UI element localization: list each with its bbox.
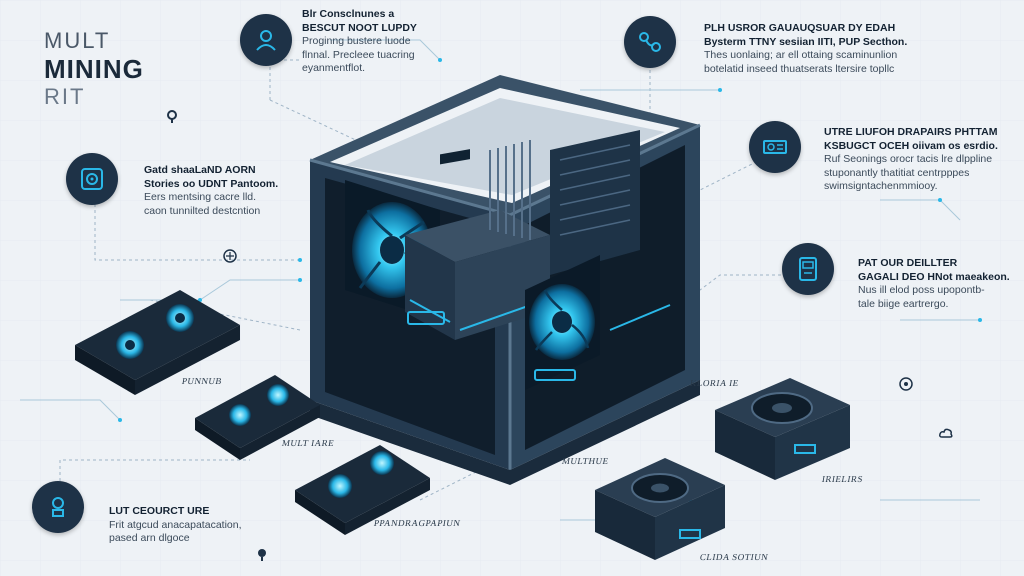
callout-body: tale biige eartrergo. (858, 297, 949, 310)
callout-heading: Stories oo UDNT Pantoom. (144, 177, 279, 190)
chip-icon-circle (32, 481, 84, 533)
fan-icon-circle (66, 153, 118, 205)
callout-body: stuponantly thatitiat centrpppes (824, 166, 970, 179)
callout-body: Thes uonlaing; ar ell ottaing scaminunli… (704, 49, 898, 61)
gpu-board-3 (295, 445, 430, 535)
target-icon (223, 249, 237, 263)
callout-heading: Gatd shaaLaND AORN (144, 164, 256, 176)
callout-bottom-left: LUT CEOURCT URE Frit atgcud anacapatacat… (109, 505, 242, 546)
callout-heading: Blr Consclnunes a (302, 8, 395, 20)
callout-right-mid: UTRE LIUFOH DRAPAIRS PHTTAM KSBUGCT OCEH… (824, 126, 998, 194)
psu-block-2 (595, 458, 725, 560)
gpu-card-icon-circle (749, 121, 801, 173)
internal-gpu-stack (405, 130, 640, 340)
callout-heading: UTRE LIUFOH DRAPAIRS PHTTAM (824, 126, 998, 138)
gpu-card-icon (763, 140, 787, 154)
location-icon (258, 549, 266, 561)
title-line-1: MULT (44, 28, 111, 53)
callout-top-center: Blr Consclnunes a BESCUT NOOT LUPDY Prog… (302, 8, 417, 76)
title-line-2: MINING (44, 54, 144, 84)
callout-left-mid: Gatd shaaLaND AORN Stories oo UDNT Panto… (144, 164, 278, 218)
part-label: IRIELIRS (821, 474, 864, 484)
callout-body: Nus ill elod poss upopontb- (858, 284, 985, 296)
diagram-title: MULT MINING RIT (44, 30, 144, 108)
callout-heading: KSBUGCT OCEH oiivam os esrdio. (824, 139, 998, 152)
callout-heading: LUT CEOURCT URE (109, 505, 210, 517)
power-supply-icon (799, 257, 817, 281)
cloud-icon (939, 428, 953, 438)
right-fan (525, 255, 671, 390)
part-label: PUNNUB (181, 376, 223, 386)
callout-body: Eers mentsing cacre lld. (144, 191, 257, 203)
callout-body: eyanmentflot. (302, 62, 366, 74)
gpu-board-1 (75, 290, 240, 395)
callout-body: Proginng bustere luode (302, 35, 411, 47)
part-label: PPANDRAGPAPIUN (373, 518, 462, 528)
part-label: KLORIA IE (689, 378, 740, 388)
title-line-3: RIT (44, 84, 86, 109)
gpu-board-2 (195, 375, 320, 460)
callout-body: Frit atgcud anacapatacation, (109, 518, 242, 531)
callout-body: botelatid inseed thuatserats ltersire to… (704, 62, 895, 75)
callout-body: swimsigntachenmmiooy. (824, 180, 938, 192)
callout-right-low: PAT OUR DEILLTER GAGALI DEO HNot maeakeo… (858, 257, 1010, 311)
power-supply-icon-circle (782, 243, 834, 295)
part-label: MULTHUE (561, 456, 610, 466)
callout-body: Ruf Seonings orocr tacis lre dlppline (824, 153, 993, 165)
callout-top-right: PLH USROR GAUAUQSUAR DY EDAH Bysterm TTN… (704, 22, 907, 76)
fan-icon (81, 168, 103, 190)
part-label: MULT IARE (281, 438, 336, 448)
callout-heading: GAGALI DEO HNot maeakeon. (858, 270, 1010, 283)
user-icon-circle (240, 14, 292, 66)
psu-block-1 (715, 378, 850, 480)
link-icon (639, 32, 661, 52)
user-icon (256, 30, 276, 51)
gauge-icon (899, 377, 913, 391)
chip-icon (52, 497, 64, 517)
callout-body: caon tunnilted destcntion (144, 204, 261, 217)
pin-icon (167, 110, 177, 123)
link-icon-circle (624, 16, 676, 68)
part-label: CLIDA SOTIUN (699, 552, 770, 562)
callout-heading: BESCUT NOOT LUPDY (302, 21, 417, 34)
callout-heading: PAT OUR DEILLTER (858, 257, 958, 269)
callout-body: pased arn dlgoce (109, 532, 190, 544)
callout-body: flnnal. Precleee tuacring (302, 48, 415, 61)
callout-heading: PLH USROR GAUAUQSUAR DY EDAH (704, 22, 896, 34)
callout-heading: Bysterm TTNY sesiian IITI, PUP Secthon. (704, 35, 908, 48)
